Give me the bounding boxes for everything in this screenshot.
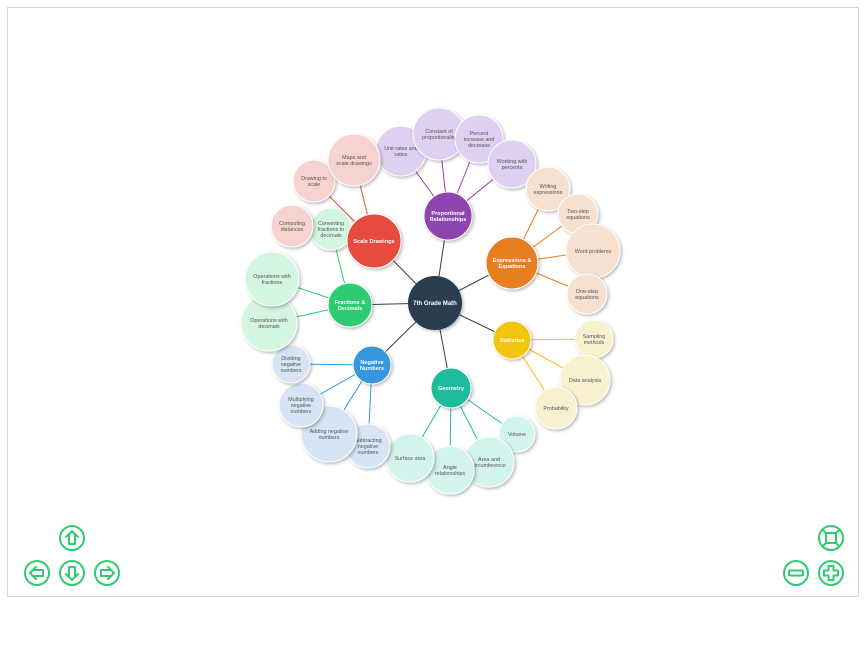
pan-right-button[interactable] xyxy=(93,559,121,587)
central-topic-circle xyxy=(408,276,462,330)
pan-up-button[interactable] xyxy=(58,524,86,552)
branch-node-circle xyxy=(430,367,472,409)
branch-node-fractions-decimals[interactable]: Fractions &Decimals xyxy=(327,282,373,328)
branch-node-circle xyxy=(492,320,532,360)
branch-node-expressions-equations[interactable]: Expressions &Equations xyxy=(485,236,539,290)
zoom-out-button[interactable] xyxy=(782,559,810,587)
topic-node-circle xyxy=(327,133,381,187)
branch-node-circle xyxy=(423,191,473,241)
topic-node-circle xyxy=(574,319,614,359)
topic-node-circle xyxy=(559,354,611,406)
topic-node-circle xyxy=(278,382,324,428)
topic-node-circle xyxy=(309,207,353,251)
topic-node-surface-area[interactable]: Surface area xyxy=(385,433,435,483)
zoom-in-button[interactable] xyxy=(817,559,845,587)
branch-node-circle xyxy=(327,282,373,328)
topic-node-circle xyxy=(454,114,504,164)
branch-node-geometry[interactable]: Geometry xyxy=(430,367,472,409)
arrow-right-icon xyxy=(94,560,120,586)
branch-node-scale-drawings[interactable]: Scale Drawings xyxy=(346,213,402,269)
topic-node-circle xyxy=(292,159,336,203)
topic-node-circle xyxy=(566,273,608,315)
topic-node-circle xyxy=(498,415,536,453)
topic-node-circle xyxy=(565,223,621,279)
topic-node-circle xyxy=(244,251,300,307)
topic-node-circle xyxy=(385,433,435,483)
fit-to-screen-button[interactable] xyxy=(817,524,845,552)
plus-icon xyxy=(818,560,844,586)
topic-node-word-problems[interactable]: Word problems xyxy=(565,223,621,279)
topic-node-circle xyxy=(271,344,311,384)
fit-screen-icon xyxy=(818,525,844,551)
branch-node-circle xyxy=(485,236,539,290)
arrow-down-icon xyxy=(59,560,85,586)
arrow-up-icon xyxy=(59,525,85,551)
topic-node-circle xyxy=(534,386,578,430)
pan-down-button[interactable] xyxy=(58,559,86,587)
minus-icon xyxy=(783,560,809,586)
branch-node-circle xyxy=(346,213,402,269)
pan-left-button[interactable] xyxy=(23,559,51,587)
branch-node-circle xyxy=(352,345,392,385)
topic-node-probability[interactable]: Probability xyxy=(534,386,578,430)
topic-node-circle xyxy=(487,139,537,189)
topic-node-circle xyxy=(525,166,571,212)
branch-node-statistics[interactable]: Statistics xyxy=(492,320,532,360)
arrow-left-icon xyxy=(24,560,50,586)
central-topic-node[interactable]: 7th Grade Math xyxy=(408,276,462,330)
topic-node-circle xyxy=(270,204,314,248)
